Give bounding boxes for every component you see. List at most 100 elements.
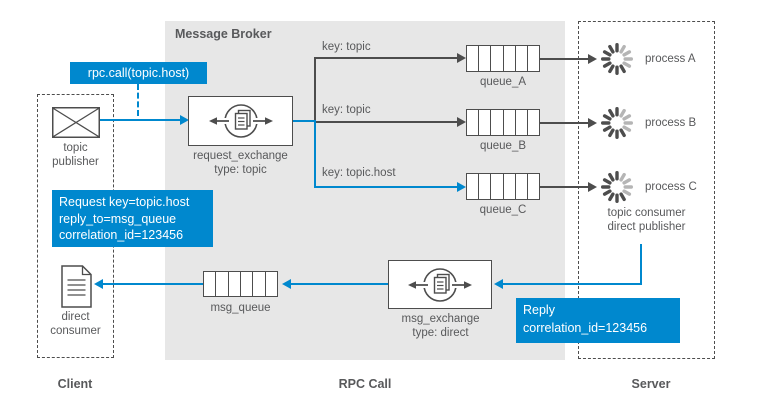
request-exchange-line2: type: topic [214, 163, 267, 176]
queue-cell [491, 110, 504, 135]
queue-cell [528, 46, 539, 71]
request-annotation-line3: correlation_id=123456 [59, 228, 184, 242]
process-a-spinner-icon [599, 41, 635, 77]
server-role-line2: direct publisher [607, 220, 686, 233]
process-b-spinner-icon [599, 105, 635, 141]
branch-vertical-down [314, 120, 316, 188]
topic-publisher-line2: publisher [52, 155, 99, 168]
queue-cell [479, 46, 492, 71]
arrow-to-queue-b [316, 121, 457, 123]
request-annotation: Request key=topic.host reply_to=msg_queu… [52, 190, 213, 247]
msg-exchange-line1: msg_exchange [401, 313, 480, 325]
queue-cell [241, 272, 254, 296]
arrowhead-msg-exchange [494, 279, 503, 289]
document-icon [61, 265, 92, 308]
msg-exchange-line2: type: direct [412, 326, 469, 339]
arrow-to-queue-a [314, 57, 457, 59]
queue-c-label: queue_C [479, 204, 527, 216]
key-label-queue-c: key: topic.host [322, 167, 396, 179]
queue-cell [516, 110, 528, 135]
arrow-server-to-msg-exchange [503, 283, 642, 285]
arrow-msg-exchange-to-msg-queue [291, 283, 388, 285]
queue-cell [229, 272, 241, 296]
queue-cell [266, 272, 277, 296]
queue-cell [491, 174, 504, 199]
msg-exchange-label: msg_exchange type: direct [363, 313, 518, 340]
msg-queue-icon [203, 271, 278, 297]
arrowhead-to-queue-c [457, 182, 466, 192]
queue-cell [516, 174, 528, 199]
message-broker-title: Message Broker [175, 27, 272, 41]
process-c-label: process C [645, 181, 697, 193]
direct-consumer-line1: direct [61, 311, 90, 323]
arrow-publisher-to-request-exchange [100, 119, 181, 121]
queue-cell [528, 174, 539, 199]
queue-cell [467, 46, 480, 71]
request-annotation-line2: reply_to=msg_queue [59, 211, 177, 226]
msg-exchange-node [388, 260, 492, 309]
queue-a-icon [466, 45, 540, 72]
server-boundary-box [578, 21, 715, 359]
queue-cell [216, 272, 229, 296]
queue-b-icon [466, 109, 540, 136]
arrowhead-consumer [94, 279, 103, 289]
process-c-spinner-icon [599, 169, 635, 205]
request-exchange-label: request_exchange type: topic [163, 150, 318, 177]
queue-cell [516, 46, 528, 71]
arrowhead-to-queue-b [457, 117, 466, 127]
queue-c-icon [466, 173, 540, 200]
exchange-circle-icon [395, 262, 485, 308]
reply-annotation-line1: Reply [523, 303, 555, 317]
arrowhead-process-b [588, 118, 597, 128]
queue-cell [479, 174, 492, 199]
key-label-queue-b: key: topic [322, 104, 371, 116]
queue-a-label: queue_A [479, 76, 527, 88]
reply-vertical-line [640, 244, 642, 285]
rpc-call-dashed-line [137, 84, 139, 116]
arrowhead-publisher-to-request-exchange [180, 115, 189, 125]
server-role-line1: topic consumer [607, 207, 686, 219]
queue-cell [204, 272, 217, 296]
direct-consumer-label: direct consumer [37, 311, 114, 338]
rpc-call-annotation: rpc.call(topic.host) [70, 62, 207, 84]
topic-publisher-line1: topic [63, 142, 88, 154]
topic-publisher-label: topic publisher [37, 142, 114, 169]
queue-cell [504, 110, 516, 135]
queue-b-label: queue_B [479, 140, 527, 152]
request-exchange-line1: request_exchange [193, 150, 288, 162]
arrow-msg-queue-to-consumer [103, 283, 203, 285]
request-exchange-node [188, 96, 293, 146]
reply-annotation: Reply correlation_id=123456 [516, 298, 680, 343]
process-b-label: process B [645, 117, 697, 129]
arrow-queue-c-to-process-c [540, 186, 589, 188]
arrow-queue-b-to-process-b [540, 122, 589, 124]
branch-vertical-up [314, 57, 316, 121]
reply-annotation-line2: correlation_id=123456 [523, 320, 648, 335]
msg-queue-label: msg_queue [210, 302, 271, 314]
process-a-label: process A [645, 53, 696, 65]
queue-cell [467, 110, 480, 135]
envelope-icon [52, 107, 100, 138]
arrow-queue-a-to-process-a [540, 58, 589, 60]
arrowhead-process-c [588, 182, 597, 192]
queue-cell [253, 272, 266, 296]
arrowhead-to-queue-a [457, 53, 466, 63]
direct-consumer-line2: consumer [50, 324, 101, 337]
exchange-circle-icon [196, 98, 286, 144]
queue-cell [504, 46, 516, 71]
queue-cell [467, 174, 480, 199]
queue-cell [504, 174, 516, 199]
queue-cell [491, 46, 504, 71]
arrowhead-msg-queue [282, 279, 291, 289]
request-annotation-line1: Request key=topic.host [59, 195, 190, 209]
section-label-server: Server [631, 377, 671, 391]
line-exchange-to-branch [293, 120, 316, 122]
section-label-client: Client [57, 377, 93, 391]
queue-cell [479, 110, 492, 135]
arrow-to-queue-c [314, 186, 457, 188]
section-label-rpc-call: RPC Call [338, 377, 392, 391]
server-role-label: topic consumer direct publisher [578, 207, 715, 234]
arrowhead-process-a [588, 54, 597, 64]
queue-cell [528, 110, 539, 135]
